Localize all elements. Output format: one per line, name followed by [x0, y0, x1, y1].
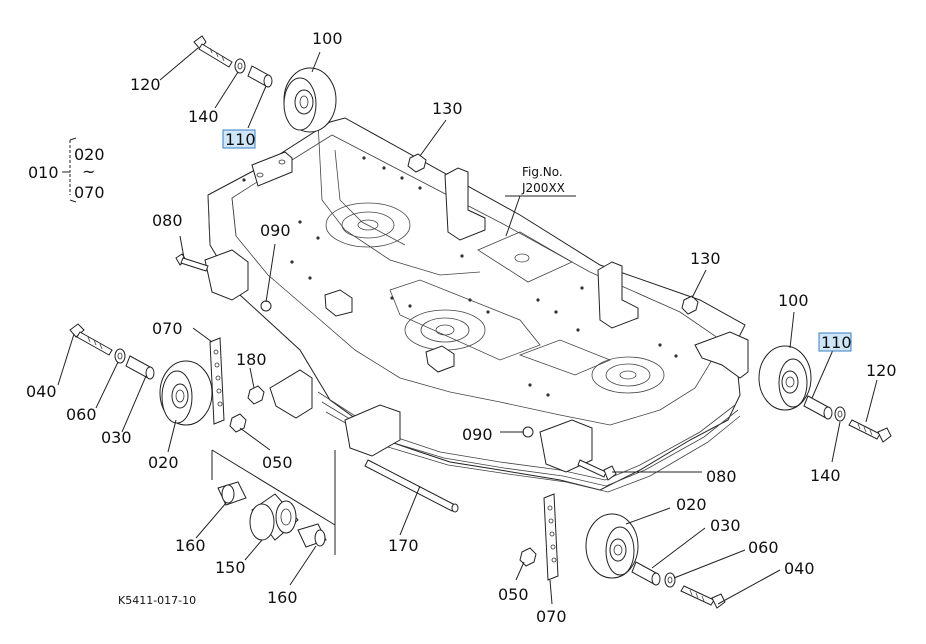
callout-020-left[interactable]: 020 — [148, 453, 179, 472]
nut-050-right — [519, 547, 537, 567]
callout-120-rear-right[interactable]: 120 — [866, 361, 897, 380]
bolt-040-left — [69, 323, 113, 356]
drawing-id: K5411-017-10 — [118, 594, 196, 607]
callout-110-rear-left[interactable]: 110 — [225, 130, 256, 149]
bolt-080-left — [175, 253, 209, 272]
callout-080-right[interactable]: 080 — [706, 467, 737, 486]
callout-070-left[interactable]: 070 — [152, 319, 183, 338]
callout-150[interactable]: 150 — [215, 558, 246, 577]
callout-030-left[interactable]: 030 — [101, 428, 132, 447]
nut-180 — [247, 385, 265, 405]
mower-deck — [204, 117, 749, 493]
callout-050-left[interactable]: 050 — [262, 453, 293, 472]
callout-120-rear-left[interactable]: 120 — [130, 75, 161, 94]
group-to-label: 070 — [74, 183, 105, 202]
callout-100-rear-left[interactable]: 100 — [312, 29, 343, 48]
roller-150 — [249, 493, 299, 541]
callout-090-right[interactable]: 090 — [462, 425, 493, 444]
wheel-020-right — [585, 513, 639, 579]
callout-130-left[interactable]: 130 — [432, 99, 463, 118]
callout-160-left[interactable]: 160 — [175, 536, 206, 555]
callout-140-rear-right[interactable]: 140 — [810, 466, 841, 485]
shaft-170 — [364, 459, 459, 513]
nut-050-left — [229, 413, 247, 433]
figure-number: J200XX — [521, 181, 565, 195]
wheel-020-left — [159, 360, 213, 426]
figure-label: Fig.No. — [522, 165, 563, 179]
callout-100-rear-right[interactable]: 100 — [778, 291, 809, 310]
wheel-assembly-rear-left — [193, 35, 337, 133]
wheel-100-rear-right — [758, 345, 812, 411]
callout-labels: 100 120 140 110 130 080 090 070 180 040 … — [26, 29, 897, 626]
callout-180[interactable]: 180 — [236, 350, 267, 369]
group-parent-label: 010 — [28, 163, 59, 182]
callout-060-right[interactable]: 060 — [748, 538, 779, 557]
group-from-label: 020 — [74, 145, 105, 164]
bracket-070-left — [209, 337, 225, 425]
collar-090-right — [522, 426, 534, 438]
gauge-wheel-assembly-right — [519, 493, 726, 609]
deck-rivets — [242, 156, 678, 397]
collar-090-left — [260, 300, 272, 312]
callout-130-right[interactable]: 130 — [690, 249, 721, 268]
callout-160-right[interactable]: 160 — [267, 588, 298, 607]
callout-050-right[interactable]: 050 — [498, 585, 529, 604]
nut-130-right — [681, 295, 699, 315]
callout-070-right[interactable]: 070 — [536, 607, 567, 626]
callout-140-rear-left[interactable]: 140 — [188, 107, 219, 126]
wheel-100-rear-left — [283, 67, 337, 133]
bolt-120-rear-left — [193, 35, 233, 68]
callout-040-left[interactable]: 040 — [26, 382, 57, 401]
callout-080-left[interactable]: 080 — [152, 211, 183, 230]
bolt-120-rear-right — [848, 419, 892, 443]
nut-130-left — [407, 153, 427, 173]
group-bracket: 010 020 ~ 070 — [28, 137, 105, 203]
callout-040-right[interactable]: 040 — [784, 559, 815, 578]
highlight-box-110-left — [222, 129, 256, 149]
callout-030-right[interactable]: 030 — [710, 516, 741, 535]
callout-090-left[interactable]: 090 — [260, 221, 291, 240]
callout-110-rear-right[interactable]: 110 — [821, 333, 852, 352]
gauge-wheel-assembly-left — [69, 323, 265, 433]
callout-020-right[interactable]: 020 — [676, 495, 707, 514]
bolt-080-right — [577, 459, 617, 481]
group-tilde: ~ — [82, 162, 95, 181]
leader-lines — [57, 47, 878, 605]
front-roller-assembly — [211, 449, 336, 555]
bracket-070-right — [543, 493, 559, 581]
bolt-040-right — [680, 585, 726, 609]
callout-060-left[interactable]: 060 — [66, 405, 97, 424]
highlight-box-110-right — [818, 332, 852, 352]
callout-170[interactable]: 170 — [388, 536, 419, 555]
wheel-assembly-rear-right — [758, 345, 892, 443]
